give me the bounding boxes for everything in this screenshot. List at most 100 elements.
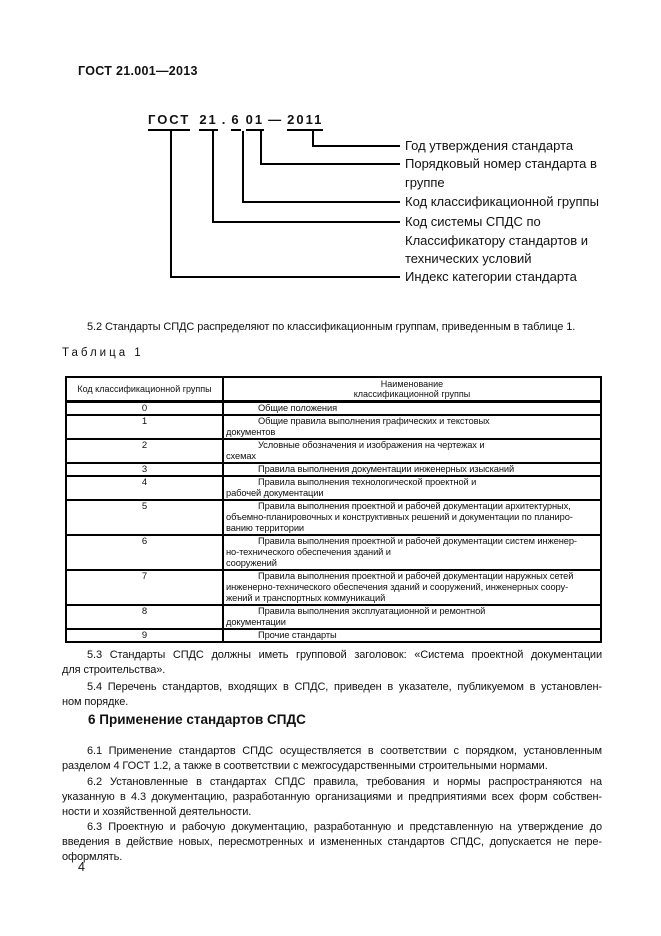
group-name-line: сооружений — [226, 558, 277, 568]
designation-dash: — — [268, 112, 284, 127]
paragraph-6-1: 6.1 Применение стандартов СПДС осуществл… — [62, 744, 602, 774]
label-line: Классификатору стандартов и — [405, 232, 589, 248]
group-name-cell: Правила выполнения технологической проек… — [222, 475, 602, 501]
table-row: 9 Прочие стандарты — [65, 628, 602, 643]
text-line: 6.2 Установленные в стандартах СПДС прав… — [87, 776, 602, 788]
doc-header-number: ГОСТ 21.001—2013 — [78, 64, 198, 78]
group-code-cell: 5 — [65, 499, 224, 536]
text-line: ности и хозяйственной деятельности. — [62, 806, 252, 818]
connector-line-vertical-system — [212, 131, 214, 223]
label-line: Код системы СПДС по — [405, 214, 541, 229]
connector-line-horizontal-index — [170, 276, 400, 278]
table-row: 6 Правила выполнения проектной и рабочей… — [65, 534, 602, 571]
group-name-line: Правила выполнения документации инженерн… — [258, 464, 515, 474]
page-number: 4 — [78, 860, 85, 874]
group-name-cell: Общие положения — [222, 400, 602, 416]
group-code-cell: 8 — [65, 604, 224, 630]
label-group-code: Код классификационной группы — [405, 193, 599, 212]
group-code-cell: 3 — [65, 462, 224, 477]
connector-line-vertical-index — [170, 131, 172, 278]
paragraph-6-3: 6.3 Проектную и рабочую документацию, ра… — [62, 820, 602, 865]
table-row: 8 Правила выполнения эксплуатационной и … — [65, 604, 602, 630]
connector-line-horizontal-system — [212, 221, 400, 223]
table-row: 7 Правила выполнения проектной и рабочей… — [65, 569, 602, 606]
group-name-line: схемах — [226, 451, 256, 461]
group-code-cell: 0 — [65, 400, 224, 416]
group-name-line: Правила выполнения проектной и рабочей д… — [258, 571, 574, 581]
table-row: 2 Условные обозначения и изображения на … — [65, 438, 602, 464]
group-name-line: жений и транспортных коммуникаций — [226, 593, 386, 603]
label-line: Код классификационной группы — [405, 194, 599, 209]
label-line: группе — [405, 174, 445, 190]
text-line: введения в действие новых, пересмотренны… — [62, 836, 602, 848]
group-name-line: Общие положения — [258, 403, 337, 413]
group-name-line: Правила выполнения технологической проек… — [258, 477, 477, 487]
group-name-line: ванию территории — [226, 523, 305, 533]
text-line: 5.3 Стандарты СПДС должны иметь группово… — [87, 649, 602, 661]
designation-index: ГОСТ — [148, 112, 191, 131]
group-name-cell: Прочие стандарты — [222, 628, 602, 643]
paragraph-5-4: 5.4 Перечень стандартов, входящих в СПДС… — [62, 680, 602, 710]
connector-line-horizontal-ordinal — [260, 163, 400, 165]
label-line: Порядковый номер стандарта в — [405, 156, 597, 171]
group-name-line: Прочие стандарты — [258, 630, 337, 640]
group-code-cell: 7 — [65, 569, 224, 606]
section-6-heading: 6 Применение стандартов СПДС — [88, 712, 306, 727]
group-code-cell: 6 — [65, 534, 224, 571]
group-name-line: но-технического обеспечения зданий и — [226, 547, 391, 557]
group-code-cell: 4 — [65, 475, 224, 501]
designation-system-code: 21 — [199, 112, 218, 131]
text-line: ном порядке. — [62, 696, 129, 708]
group-name-cell: Общие правила выполнения графических и т… — [222, 414, 602, 440]
group-name-cell: Условные обозначения и изображения на че… — [222, 438, 602, 464]
table-caption: Таблица 1 — [62, 347, 144, 359]
group-name-cell: Правила выполнения проектной и рабочей д… — [222, 534, 602, 571]
table-row: 1 Общие правила выполнения графических и… — [65, 414, 602, 440]
connector-line-vertical-year — [312, 131, 314, 147]
table-row: 3 Правила выполнения документации инжене… — [65, 462, 602, 477]
group-code-cell: 1 — [65, 414, 224, 440]
group-name-cell: Правила выполнения эксплуатационной и ре… — [222, 604, 602, 630]
group-name-line: объемно-планировочных и конструктивных р… — [226, 512, 573, 522]
group-code-cell: 2 — [65, 438, 224, 464]
table-row: 4 Правила выполнения технологической про… — [65, 475, 602, 501]
designation-group-code: 6 — [231, 112, 241, 131]
connector-line-horizontal-group — [242, 201, 400, 203]
text-line: 6.3 Проектную и рабочую документацию, ра… — [87, 821, 602, 833]
group-name-cell: Правила выполнения документации инженерн… — [222, 462, 602, 477]
text-line: 5.4 Перечень стандартов, входящих в СПДС… — [87, 681, 602, 693]
group-name-line: документов — [226, 427, 276, 437]
designation-dot: . — [221, 112, 228, 127]
label-line: Индекс категории стандарта — [405, 269, 577, 284]
classification-table: Код классификационной группы Наименовани… — [65, 376, 602, 643]
group-name-line: Правила выполнения проектной и рабочей д… — [258, 536, 577, 546]
header-name-line: Наименование — [380, 379, 444, 389]
connector-line-vertical-group — [242, 131, 244, 203]
table-row: 0 Общие положения — [65, 400, 602, 416]
designation-ordinal: 01 — [245, 112, 265, 131]
group-name-line: документации — [226, 617, 286, 627]
group-name-cell: Правила выполнения проектной и рабочей д… — [222, 569, 602, 606]
group-name-cell: Правила выполнения проектной и рабочей д… — [222, 499, 602, 536]
text-line: указанную в 4.3 документацию, разработан… — [62, 791, 602, 803]
header-code-column: Код классификационной группы — [65, 376, 224, 403]
text-line: 6.1 Применение стандартов СПДС осуществл… — [87, 745, 602, 757]
paragraph-5-2: 5.2 Стандарты СПДС распределяют по класс… — [62, 320, 602, 335]
table-header-row: Код классификационной группы Наименовани… — [65, 376, 602, 403]
paragraph-6-2: 6.2 Установленные в стандартах СПДС прав… — [62, 775, 602, 820]
text-line: оформлять. — [62, 851, 123, 863]
table-row: 5 Правила выполнения проектной и рабочей… — [65, 499, 602, 536]
label-line: технических условий — [405, 251, 532, 266]
label-year: Год утверждения стандарта — [405, 137, 573, 156]
connector-line-vertical-ordinal — [260, 131, 262, 165]
group-code-cell: 9 — [65, 628, 224, 643]
text-line: для строительства». — [62, 664, 166, 676]
label-line: Год утверждения стандарта — [405, 138, 574, 153]
label-category-index: Индекс категории стандарта — [405, 268, 577, 287]
group-name-line: Правила выполнения эксплуатационной и ре… — [258, 606, 486, 616]
label-system-code: Код системы СПДС по Классификатору станд… — [405, 213, 588, 269]
group-name-line: инженерно-технического обеспечения здани… — [226, 582, 569, 592]
